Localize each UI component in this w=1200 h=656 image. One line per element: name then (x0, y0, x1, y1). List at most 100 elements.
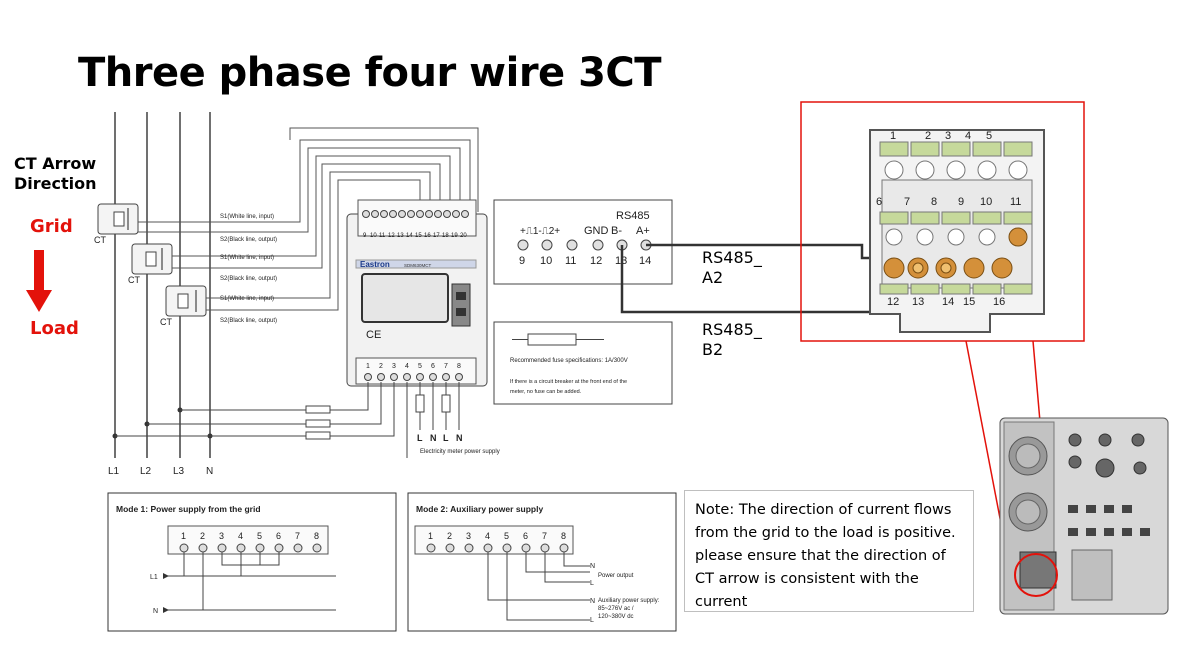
phase-label-l1: L1 (108, 466, 120, 477)
svg-text:7: 7 (444, 363, 448, 370)
svg-text:5: 5 (257, 531, 262, 541)
rs485-a2-line2: A2 (702, 268, 724, 287)
svg-text:10: 10 (540, 255, 552, 267)
load-label: Load (30, 318, 79, 339)
rs485-signal-a: A+ (636, 225, 650, 237)
junction-dots (112, 407, 213, 439)
mode2-l-aux: L (590, 617, 594, 624)
svg-text:3: 3 (392, 363, 396, 370)
fuse-recommendation-box: Recommended fuse specifications: 1A/300V… (493, 321, 673, 405)
grid-label: Grid (30, 216, 73, 237)
inverter-bottom-panel (999, 417, 1169, 615)
meter-model: SDM630MCT (404, 263, 432, 268)
svg-text:9: 9 (519, 255, 525, 267)
fuse-note-line1: If there is a circuit breaker at the fro… (510, 379, 627, 385)
svg-text:14: 14 (639, 255, 651, 267)
ct-wire-label-4: S2(Black line, output) (220, 276, 277, 282)
svg-text:10: 10 (370, 233, 377, 239)
ct-clamp-3 (165, 285, 207, 317)
phase-lines (114, 112, 211, 458)
svg-text:3: 3 (219, 531, 224, 541)
mode1-n-label: N (153, 608, 158, 615)
svg-text:4: 4 (238, 531, 243, 541)
svg-text:17: 17 (433, 233, 440, 239)
svg-text:13: 13 (397, 233, 404, 239)
mode2-aux-line3: 120~380V dc (598, 614, 634, 620)
svg-text:6: 6 (276, 531, 281, 541)
svg-text:11: 11 (1010, 196, 1021, 208)
ct-tag-1: CT (94, 235, 106, 245)
connector-bottom-row (883, 257, 1013, 279)
meter-ce-mark: CE (366, 329, 381, 341)
grid-to-load-arrow-icon (26, 250, 52, 312)
ct-arrow-line2: Direction (14, 174, 97, 193)
svg-text:6: 6 (523, 531, 528, 541)
connector-top-row (879, 141, 1033, 180)
svg-text:10: 10 (980, 196, 992, 208)
svg-text:4: 4 (485, 531, 490, 541)
phase-line-labels: L1 L2 L3 N (108, 466, 213, 477)
svg-text:2: 2 (447, 531, 452, 541)
svg-text:15: 15 (415, 233, 422, 239)
svg-text:9: 9 (363, 233, 367, 239)
ct-clamps (97, 203, 207, 317)
svg-text:2: 2 (379, 363, 383, 370)
mode2-n-aux: N (590, 598, 595, 605)
svg-text:11: 11 (565, 255, 576, 267)
fuse-spec: Recommended fuse specifications: 1A/300V (510, 358, 628, 364)
power-supply-label: Electricity meter power supply (420, 449, 500, 455)
svg-text:N: N (456, 433, 463, 443)
rs485-signal-pulse: +⎍1-⎍2+ (520, 226, 560, 237)
svg-text:14: 14 (942, 296, 954, 308)
mode2-n-output: N (590, 563, 595, 570)
voltage-wires (115, 382, 460, 458)
svg-text:5: 5 (986, 130, 992, 142)
svg-text:13: 13 (912, 296, 924, 308)
rs485-b2-label: RS485_ B2 (702, 320, 762, 360)
svg-text:8: 8 (561, 531, 566, 541)
rs485-signal-b: B- (611, 225, 622, 237)
svg-text:19: 19 (451, 233, 458, 239)
rs485-b2-line2: B2 (702, 340, 724, 359)
svg-text:12: 12 (388, 233, 395, 239)
svg-text:16: 16 (424, 233, 431, 239)
ct-arrow-direction-label: CT Arrow Direction (14, 154, 97, 194)
svg-text:14: 14 (406, 233, 413, 239)
rs485-signal-gnd: GND (584, 225, 609, 237)
svg-text:6: 6 (431, 363, 435, 370)
svg-text:N: N (430, 433, 437, 443)
svg-text:L: L (443, 433, 449, 443)
mode2-aux-line1: Auxiliary power supply: (598, 598, 660, 604)
rs485-a2-label: RS485_ A2 (702, 248, 762, 288)
svg-text:12: 12 (887, 296, 899, 308)
svg-text:20: 20 (460, 233, 467, 239)
ct-wires (138, 127, 479, 311)
rs485-screws (517, 239, 652, 251)
svg-text:6: 6 (876, 196, 882, 208)
ct-tag-3: CT (160, 317, 172, 327)
mode2-l-output: L (590, 580, 594, 587)
ct-wire-label-2: S2(Black line, output) (220, 237, 277, 243)
mode2-aux-line2: 85~276V ac / (598, 606, 634, 612)
svg-text:12: 12 (590, 255, 602, 267)
mode2-title: Mode 2: Auxiliary power supply (416, 504, 543, 514)
note-box: Note: The direction of current flows fro… (684, 490, 974, 612)
svg-text:L: L (417, 433, 423, 443)
phase-label-l3: L3 (173, 466, 185, 477)
phase-label-l2: L2 (140, 466, 152, 477)
ct-wire-label-3: S1(White line, input) (220, 255, 274, 261)
svg-text:8: 8 (931, 196, 937, 208)
svg-text:5: 5 (504, 531, 509, 541)
fuses (305, 394, 451, 440)
svg-text:2: 2 (925, 130, 931, 142)
